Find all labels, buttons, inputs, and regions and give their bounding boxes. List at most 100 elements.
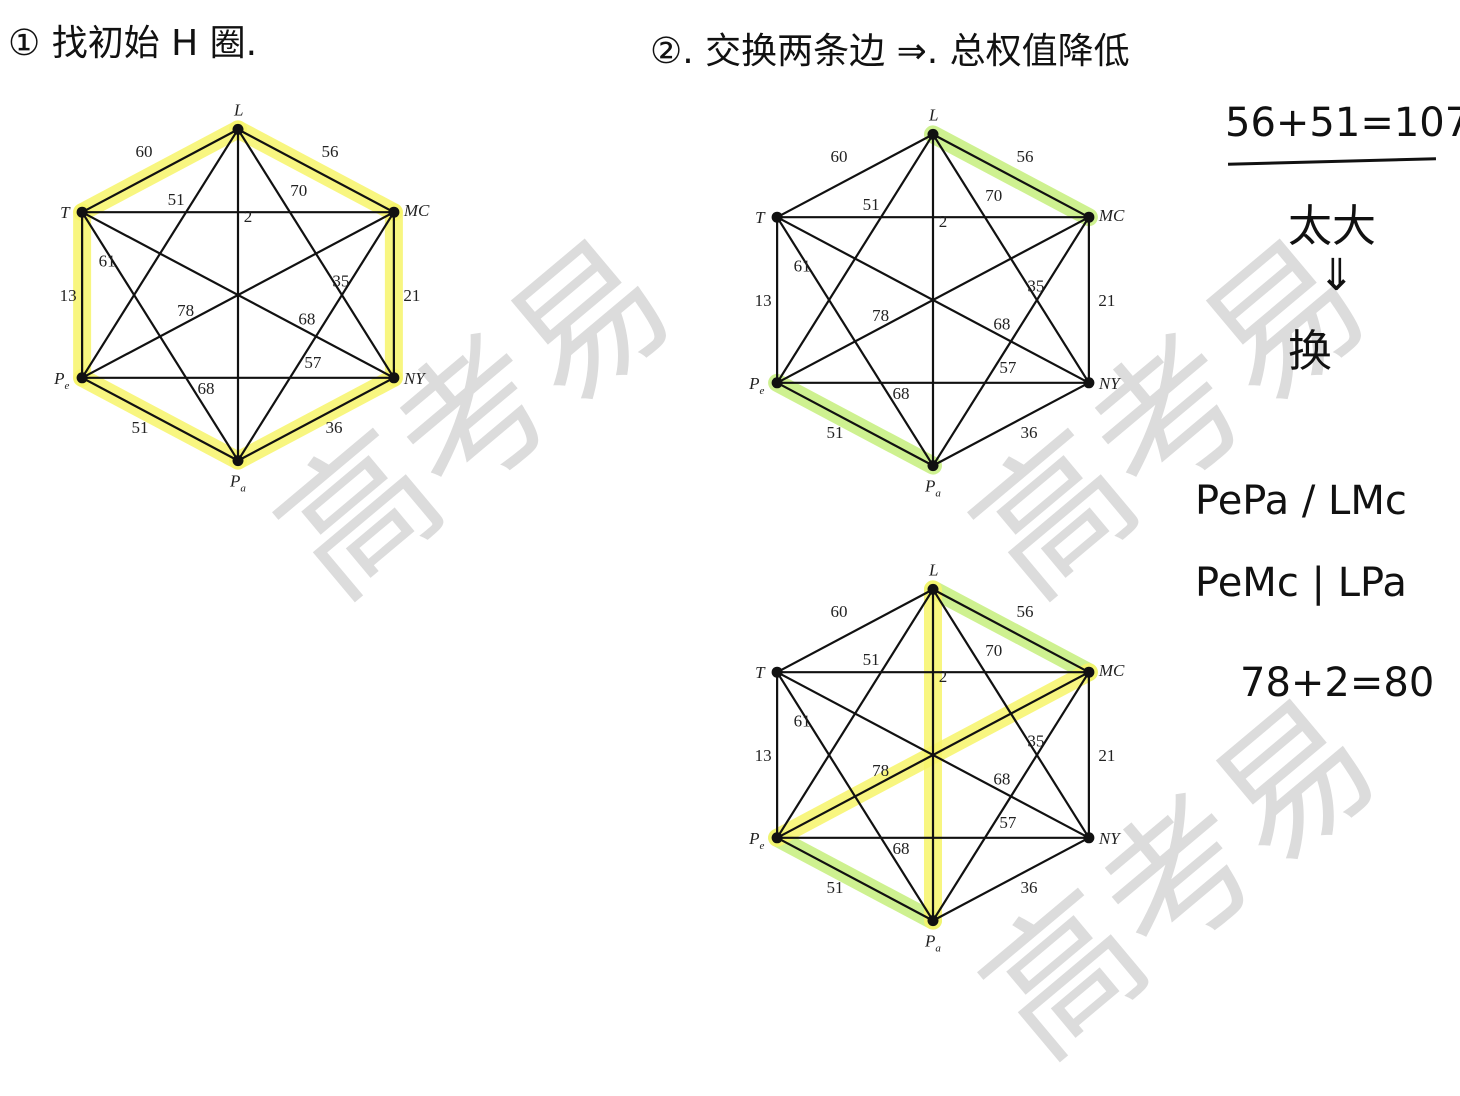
edge-weight-T-NY: 68 xyxy=(993,770,1010,789)
note-too-big: 太大 xyxy=(1288,201,1376,252)
edge-weight-Pe-Pa: 51 xyxy=(827,878,844,897)
edge-weight-L-MC: 56 xyxy=(1016,602,1033,621)
edge-weight-NY-Pa: 36 xyxy=(325,418,342,437)
edge-weight-L-T: 60 xyxy=(136,142,153,161)
node-T xyxy=(771,211,783,223)
node-NY xyxy=(388,372,400,384)
edge-weight-L-Pe: 51 xyxy=(863,195,880,214)
edge-weight-MC-Pa: 35 xyxy=(1027,276,1044,295)
edge-weight-Pe-NY-lower: 68 xyxy=(893,384,910,403)
edge-weight-L-MC: 56 xyxy=(1016,147,1033,166)
edge-MC-Pa xyxy=(932,671,1090,922)
edge-weight-Pe-NY: 57 xyxy=(999,813,1017,832)
edge-weight-MC-NY: 21 xyxy=(403,286,420,305)
edge-weight-L-T: 60 xyxy=(831,147,848,166)
edge-weight-L-Pa: 2 xyxy=(939,667,948,686)
node-label-Pa: Pa xyxy=(924,932,941,955)
note-sum-80: 78+2=80 xyxy=(1240,660,1435,706)
edge-weight-Pe-NY: 57 xyxy=(304,353,322,372)
edge-MC-Pe xyxy=(81,211,395,379)
edge-weight-MC-NY: 21 xyxy=(1098,291,1115,310)
edge-weight-Pe-NY-lower: 68 xyxy=(198,379,215,398)
node-Pa xyxy=(927,460,939,472)
edge-weight-T-Pa: 61 xyxy=(794,256,811,275)
node-Pe xyxy=(771,377,783,389)
edge-weight-T-NY: 68 xyxy=(298,310,315,329)
edge-NY-Pa xyxy=(237,376,395,462)
node-label-Pa: Pa xyxy=(924,477,941,500)
node-label-NY: NY xyxy=(1098,374,1121,393)
edge-weight-MC-NY: 21 xyxy=(1098,746,1115,765)
edge-MC-Pe xyxy=(776,216,1090,384)
edge-weight-MC-Pe: 78 xyxy=(872,306,889,325)
note-sum-107: 56+51=107 xyxy=(1225,100,1460,146)
node-L xyxy=(927,583,939,595)
edge-weight-Pe-NY: 57 xyxy=(999,358,1017,377)
edge-weight-L-Pe: 51 xyxy=(168,190,185,209)
node-NY xyxy=(1083,832,1095,844)
edge-weight-L-Pa: 2 xyxy=(939,212,948,231)
node-label-Pe: Pe xyxy=(748,829,764,852)
edge-weight-L-NY: 70 xyxy=(290,181,307,200)
edge-weight-NY-Pa: 36 xyxy=(1020,878,1037,897)
edge-weight-L-MC: 56 xyxy=(321,142,338,161)
edge-L-T xyxy=(776,133,934,219)
node-label-Pa: Pa xyxy=(229,472,246,495)
edge-weight-T-Pa: 61 xyxy=(99,251,116,270)
edge-weight-T-Pe: 13 xyxy=(755,291,772,310)
edge-weight-Pe-Pa: 51 xyxy=(827,423,844,442)
edge-weight-MC-Pa: 35 xyxy=(1027,731,1044,750)
node-T xyxy=(771,666,783,678)
edge-weight-NY-Pa: 36 xyxy=(1020,423,1037,442)
edge-weight-L-NY: 70 xyxy=(985,641,1002,660)
edge-weight-L-NY: 70 xyxy=(985,186,1002,205)
node-label-T: T xyxy=(60,203,71,222)
node-T xyxy=(76,206,88,218)
edge-L-T xyxy=(776,588,934,674)
edge-weight-L-T: 60 xyxy=(831,602,848,621)
edge-Pe-Pa xyxy=(776,381,934,467)
edge-weight-MC-Pa: 35 xyxy=(332,271,349,290)
edge-weight-T-Pe: 13 xyxy=(60,286,77,305)
edge-MC-Pa xyxy=(237,211,395,462)
edge-L-T xyxy=(81,128,239,214)
edge-weight-T-Pe: 13 xyxy=(755,746,772,765)
node-label-L: L xyxy=(928,560,938,579)
edge-Pe-Pa xyxy=(81,376,239,462)
node-Pa xyxy=(232,455,244,467)
edge-weight-T-Pa: 61 xyxy=(794,711,811,730)
edge-NY-Pa xyxy=(932,381,1090,467)
edge-weight-T-NY: 68 xyxy=(993,315,1010,334)
node-label-T: T xyxy=(755,663,766,682)
edge-L-MC xyxy=(237,128,395,214)
node-label-Pe: Pe xyxy=(53,369,69,392)
note-pair2: PeMc | LPa xyxy=(1195,560,1407,606)
node-MC xyxy=(1083,666,1095,678)
node-Pe xyxy=(771,832,783,844)
node-label-L: L xyxy=(928,105,938,124)
step2-heading: ②. 交换两条边 ⇒. 总权值降低 xyxy=(650,31,1130,72)
node-Pa xyxy=(927,915,939,927)
note-swap: 换 xyxy=(1288,326,1332,377)
edge-weight-MC-Pe: 78 xyxy=(177,301,194,320)
edge-MC-Pe xyxy=(776,671,1090,839)
node-MC xyxy=(1083,211,1095,223)
edge-L-MC xyxy=(932,133,1090,219)
node-label-MC: MC xyxy=(1098,206,1125,225)
note-underline xyxy=(1227,157,1437,166)
node-label-T: T xyxy=(755,208,766,227)
edge-L-MC xyxy=(932,588,1090,674)
node-label-MC: MC xyxy=(1098,661,1125,680)
step1-heading: ① 找初始 H 圈. xyxy=(8,23,258,64)
note-pair1: PePa / LMc xyxy=(1195,478,1407,524)
edge-weight-L-Pa: 2 xyxy=(244,207,253,226)
node-label-MC: MC xyxy=(403,201,430,220)
edge-MC-Pa xyxy=(932,216,1090,467)
node-NY xyxy=(1083,377,1095,389)
edge-Pe-Pa xyxy=(776,836,934,922)
edge-weight-MC-Pe: 78 xyxy=(872,761,889,780)
node-label-NY: NY xyxy=(403,369,426,388)
